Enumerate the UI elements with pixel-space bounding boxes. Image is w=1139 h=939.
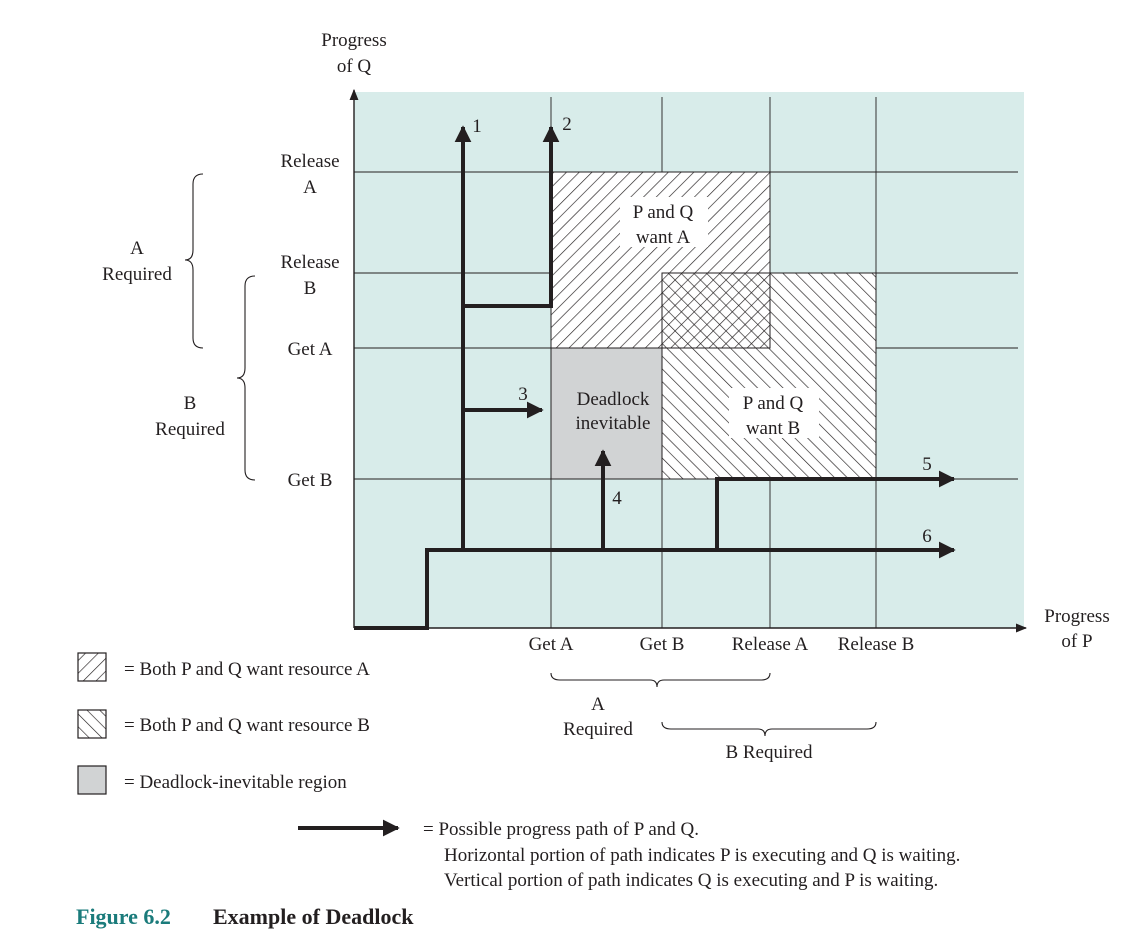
want-a-label-line2: want A bbox=[636, 227, 691, 248]
path-label-6: 6 bbox=[922, 526, 932, 547]
y-axis-title-line1: Progress bbox=[321, 30, 386, 51]
overlap-region-crosshatch bbox=[661, 272, 771, 349]
legend-want-b: = Both P and Q want resource B bbox=[124, 715, 370, 736]
legend-path-line3: Vertical portion of path indicates Q is … bbox=[444, 870, 938, 891]
y-tick-release-b-line2: B bbox=[304, 278, 317, 299]
want-b-label-line2: want B bbox=[746, 418, 800, 439]
x-axis-title-line2: of P bbox=[1061, 631, 1092, 652]
path-base bbox=[354, 548, 717, 630]
bottom-brace-b: B Required bbox=[725, 742, 813, 763]
y-tick-release-b-line1: Release bbox=[280, 252, 339, 273]
y-tick-get-b: Get B bbox=[288, 470, 333, 491]
path-label-5: 5 bbox=[922, 454, 932, 475]
y-tick-release-a-line1: Release bbox=[280, 151, 339, 172]
left-brace-b-line1: B bbox=[184, 393, 197, 414]
legend: = Both P and Q want resource A = Both P … bbox=[77, 652, 960, 891]
x-tick-release-b: Release B bbox=[838, 634, 915, 655]
left-brace-a-line1: A bbox=[130, 238, 144, 259]
legend-deadlock: = Deadlock-inevitable region bbox=[124, 772, 347, 793]
bottom-brace-a-line2: Required bbox=[563, 719, 633, 740]
x-tick-get-b: Get B bbox=[640, 634, 685, 655]
legend-want-a: = Both P and Q want resource A bbox=[124, 659, 370, 680]
want-b-label-line1: P and Q bbox=[743, 393, 804, 414]
figure-title: Example of Deadlock bbox=[213, 904, 414, 929]
x-axis-title-line1: Progress bbox=[1044, 606, 1109, 627]
path-5 bbox=[715, 470, 956, 550]
progress-paths bbox=[354, 125, 956, 630]
axes bbox=[349, 88, 1028, 633]
legend-swatch-want-a bbox=[77, 652, 107, 682]
x-tick-release-a: Release A bbox=[732, 634, 809, 655]
y-axis-title-line2: of Q bbox=[337, 56, 372, 77]
legend-path-line2: Horizontal portion of path indicates P i… bbox=[444, 845, 960, 866]
want-a-label-line1: P and Q bbox=[633, 202, 694, 223]
left-brace-b-line2: Required bbox=[155, 419, 225, 440]
left-brace-a-line2: Required bbox=[102, 264, 172, 285]
path-label-4: 4 bbox=[612, 488, 622, 509]
deadlock-label-line2: inevitable bbox=[576, 413, 651, 434]
bottom-brace-a-line1: A bbox=[591, 694, 605, 715]
path-label-3: 3 bbox=[518, 384, 528, 405]
legend-path-line1: = Possible progress path of P and Q. bbox=[423, 819, 699, 840]
path-2 bbox=[463, 125, 560, 308]
bottom-braces bbox=[550, 672, 877, 737]
y-tick-release-a-line2: A bbox=[303, 177, 317, 198]
x-tick-get-a: Get A bbox=[529, 634, 574, 655]
figure-number: Figure 6.2 bbox=[76, 904, 171, 929]
legend-swatch-deadlock bbox=[77, 765, 107, 795]
left-braces bbox=[184, 173, 256, 481]
y-tick-get-a: Get A bbox=[288, 339, 333, 360]
path-label-2: 2 bbox=[562, 114, 572, 135]
legend-swatch-want-b bbox=[77, 709, 107, 739]
path-label-1: 1 bbox=[472, 116, 482, 137]
deadlock-label-line1: Deadlock bbox=[577, 389, 650, 410]
